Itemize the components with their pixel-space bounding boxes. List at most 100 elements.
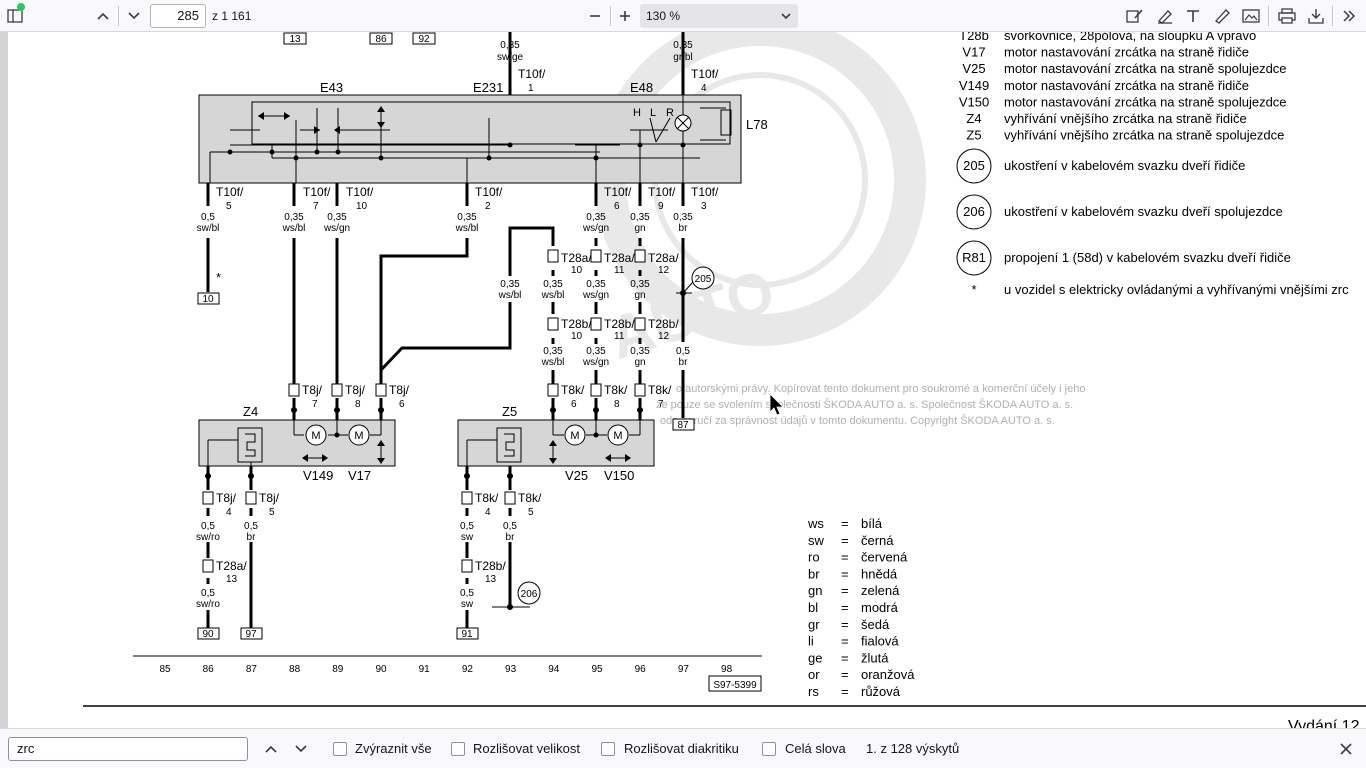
component-label: E43	[320, 80, 343, 95]
zoom-select[interactable]: 130 %	[640, 4, 798, 28]
document-viewer[interactable]: AUTO o autorskými právy. Kopírovat tento…	[0, 32, 1366, 728]
legend-code: V17	[962, 45, 985, 60]
chevron-down-icon[interactable]	[121, 4, 147, 28]
lower-wire-labels: 0,5 sw/ro 0,5 br 0,5 sw 0,5 br	[196, 521, 517, 543]
sidebar-toggle-icon[interactable]	[2, 4, 28, 28]
wire-color: gn	[634, 357, 645, 368]
wire-size: 0,35	[457, 212, 477, 223]
match-diacritics-checkbox[interactable]	[601, 742, 615, 756]
wiring-diagram: AUTO o autorskými právy. Kopírovat tento…	[83, 32, 1366, 728]
find-input[interactable]: zrc	[8, 737, 248, 761]
close-icon[interactable]	[1333, 737, 1359, 761]
ruler-number: 97	[678, 664, 690, 675]
print-icon[interactable]	[1274, 4, 1300, 28]
chevron-down-icon[interactable]	[288, 737, 314, 761]
match-diacritics-label: Rozlišovat diakritiku	[624, 741, 739, 756]
wire-color: sw	[461, 599, 474, 610]
ref-label: 13	[289, 34, 301, 45]
wire-color: ws/bl	[498, 290, 522, 301]
save-icon[interactable]	[1303, 4, 1329, 28]
wire-color: ws/bl	[541, 357, 565, 368]
footer-edition: Vydání 12	[1288, 718, 1360, 728]
connector-label: T10f/	[518, 67, 546, 81]
wire-label: 0,35	[500, 40, 520, 51]
mirror-switch-block	[198, 94, 742, 184]
legend-circle-label: 206	[963, 204, 985, 219]
chevron-up-icon[interactable]	[258, 737, 284, 761]
color-code: gr	[808, 617, 820, 632]
wire-color: sw	[461, 532, 474, 543]
bottom-refs: 10 90 97 91 87	[197, 292, 695, 640]
connector-pin: 6	[571, 399, 577, 410]
color-equals: =	[841, 533, 849, 548]
wire-size: 0,35	[284, 212, 304, 223]
component-label: V150	[604, 468, 634, 483]
wire-color: br	[247, 532, 257, 543]
ruler-number: 87	[246, 664, 258, 675]
double-chevron-icon[interactable]	[1336, 4, 1362, 28]
text-icon[interactable]	[1180, 4, 1206, 28]
connector-pin: 6	[399, 399, 405, 410]
connector-pin: 4	[485, 507, 491, 518]
color-equals: =	[841, 650, 849, 665]
connector-pin: 13	[226, 574, 238, 585]
connector-pin: 7	[313, 201, 319, 212]
whole-words-checkbox[interactable]	[762, 742, 776, 756]
plus-icon[interactable]	[612, 4, 638, 28]
highlight-all-label: Zvýraznit vše	[355, 741, 432, 756]
highlight-all-checkbox[interactable]	[333, 742, 347, 756]
connector-pin: 8	[614, 399, 620, 410]
wire-color: br	[679, 223, 689, 234]
wire-size: 0,35	[630, 212, 650, 223]
connector-label: T28a/	[604, 251, 635, 265]
connector-label: T10f/	[475, 185, 503, 199]
image-icon[interactable]	[1238, 4, 1264, 28]
minus-icon[interactable]	[582, 4, 608, 28]
color-equals: =	[841, 684, 849, 699]
top-refs: 13 86 92	[283, 32, 436, 45]
highlight-icon[interactable]	[1122, 4, 1148, 28]
wire-label: 0,35	[673, 40, 693, 51]
wire-size: 0,5	[201, 212, 215, 223]
top-wires	[508, 32, 685, 95]
lamp-cross	[676, 116, 690, 130]
wire-color: ws/bl	[455, 223, 479, 234]
t8-connectors: T8j/ 7 T8j/ 8 T8j/ 6 T8k/ 6 T8k/ 8 T8k/ …	[288, 383, 672, 410]
separator	[610, 6, 611, 26]
pen-icon[interactable]	[1152, 4, 1178, 28]
draw-icon[interactable]	[1209, 4, 1235, 28]
wire-size: 0,35	[327, 212, 347, 223]
lower-connectors: T8j/ 4 T8j/ 5 T8k/ 4 T8k/ 5	[202, 491, 542, 518]
color-name: zelená	[861, 583, 900, 598]
connector-pin: 2	[485, 201, 491, 212]
connector-label: T10f/	[346, 185, 374, 199]
connector-label: T8k/	[561, 383, 585, 397]
ref-label: 91	[461, 629, 473, 640]
color-name: bílá	[861, 516, 883, 531]
find-results-count: 1. z 128 výskytů	[866, 741, 960, 756]
connector-pin: 9	[658, 201, 664, 212]
component-label: L78	[746, 117, 768, 132]
ruler-number: 96	[635, 664, 647, 675]
ref-label: 86	[375, 34, 387, 45]
connector-label: T28b/	[475, 559, 506, 573]
chevron-up-icon[interactable]	[90, 4, 116, 28]
legend-note-mark: *	[971, 282, 976, 297]
motor-symbols: M M M M	[305, 424, 629, 446]
connector-pin: 11	[614, 265, 625, 276]
connector-label: T10f/	[691, 67, 719, 81]
match-case-label: Rozlišovat velikost	[473, 741, 580, 756]
separator	[118, 6, 119, 26]
ruler-number: 94	[548, 664, 560, 675]
wire-size: 0,35	[673, 212, 693, 223]
connector-pin: 13	[485, 574, 497, 585]
connector-pin: 11	[614, 331, 625, 342]
motor-icon: M	[570, 430, 579, 442]
page-number-input[interactable]: 285	[150, 4, 206, 28]
legend-code: V25	[962, 61, 985, 76]
match-case-checkbox[interactable]	[451, 742, 465, 756]
ruler-number: 91	[419, 664, 431, 675]
wire-size: 0,35	[543, 279, 563, 290]
wires	[206, 183, 685, 628]
